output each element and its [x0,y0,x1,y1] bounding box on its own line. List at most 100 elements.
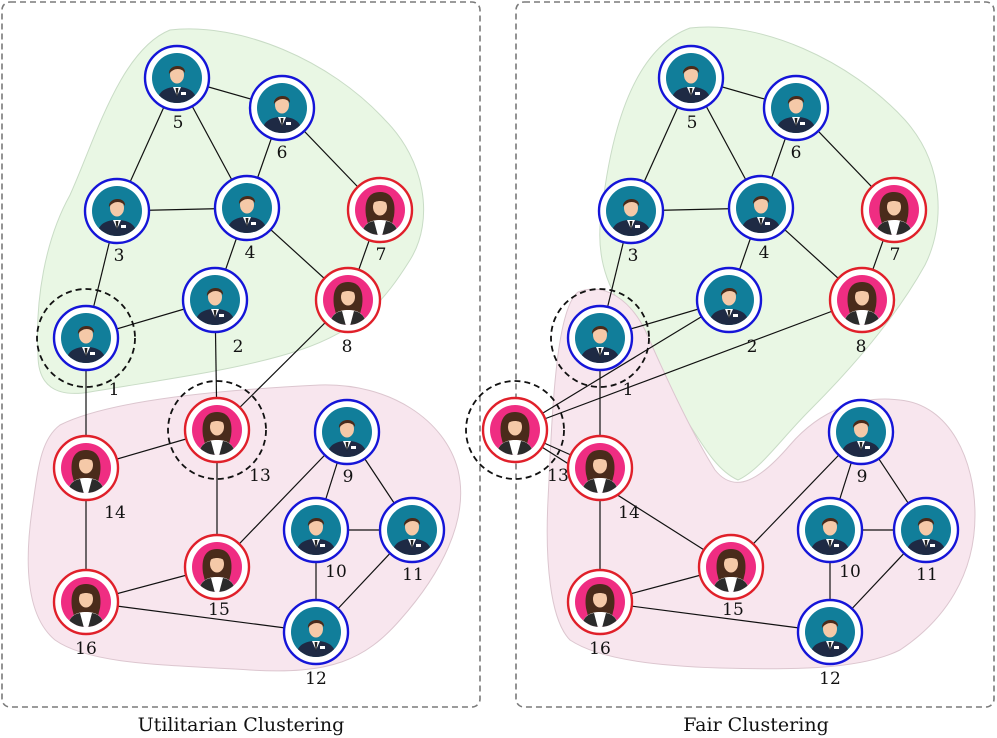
node-label: 3 [114,246,125,266]
man-in-suit-icon [83,177,151,245]
node-14: 14 [566,434,640,523]
node-6: 6 [762,74,830,163]
woman-icon [52,568,120,636]
panel-frame [515,1,995,708]
edge-8-13 [514,299,863,431]
woman-icon [346,176,414,244]
node-label: 10 [325,562,347,582]
focus-ring-layer [465,288,650,480]
node-14: 14 [52,434,126,523]
node-5: 5 [143,44,211,133]
node-label: 14 [104,503,126,523]
man-in-suit-icon [892,496,960,564]
node-label: 12 [305,669,327,689]
edge-2-13 [514,299,730,431]
node-7: 7 [860,176,928,265]
focus-ring-1 [36,288,136,388]
woman-icon [183,396,251,464]
man-in-suit-icon [313,398,381,466]
man-in-suit-icon [796,598,864,666]
edge-13-15 [514,429,732,568]
node-label: 9 [343,467,354,487]
node-label: 13 [547,466,569,486]
node-label: 15 [208,600,230,620]
focus-ring-layer [36,288,267,480]
node-label: 4 [245,243,256,263]
edge-16-12 [85,601,317,633]
node-label: 9 [857,467,868,487]
node-16: 16 [52,568,120,659]
node-1: 1 [566,304,634,400]
man-in-suit-icon [213,174,281,242]
node-8: 8 [314,266,382,357]
focus-ring-13 [167,380,267,480]
node-label: 16 [589,639,611,659]
node-label: 16 [75,639,97,659]
node-label: 1 [109,380,120,400]
node-label: 13 [249,466,271,486]
node-label: 8 [342,337,353,357]
man-in-suit-icon [695,266,763,334]
node-1: 1 [52,304,120,400]
woman-icon [183,533,251,601]
node-label: 14 [618,503,640,523]
node-9: 9 [313,398,381,487]
node-12: 12 [796,598,864,689]
node-9: 9 [827,398,895,487]
edge-16-12 [599,601,831,633]
man-in-suit-icon [282,598,350,666]
node-8: 8 [828,266,896,357]
node-label: 2 [233,337,244,357]
woman-icon [828,266,896,334]
man-in-suit-icon [248,74,316,142]
node-6: 6 [248,74,316,163]
node-11: 11 [378,496,446,585]
node-13: 13 [481,396,569,486]
man-in-suit-icon [762,74,830,142]
man-in-suit-icon [282,496,350,564]
node-4: 4 [213,174,281,263]
panel-frame [1,1,481,708]
node-10: 10 [796,496,864,582]
woman-icon [481,396,549,464]
man-in-suit-icon [657,44,725,112]
woman-icon [697,533,765,601]
man-in-suit-icon [181,266,249,334]
node-label: 7 [376,245,387,265]
panel-caption: Utilitarian Clustering [138,714,345,736]
node-label: 11 [402,565,424,585]
node-label: 11 [916,565,938,585]
man-in-suit-icon [378,496,446,564]
man-in-suit-icon [827,398,895,466]
node-3: 3 [83,177,151,266]
node-label: 6 [791,143,802,163]
woman-icon [52,434,120,502]
node-15: 15 [183,533,251,620]
node-label: 15 [722,600,744,620]
node-15: 15 [697,533,765,620]
node-label: 2 [747,337,758,357]
man-in-suit-icon [796,496,864,564]
node-5: 5 [657,44,725,133]
node-2: 2 [181,266,249,357]
node-label: 10 [839,562,861,582]
node-11: 11 [892,496,960,585]
node-label: 7 [890,245,901,265]
node-label: 6 [277,143,288,163]
man-in-suit-icon [143,44,211,112]
node-label: 12 [819,669,841,689]
panel-caption: Fair Clustering [683,714,828,736]
man-in-suit-icon [566,304,634,372]
node-4: 4 [727,174,795,263]
node-7: 7 [346,176,414,265]
node-label: 5 [173,113,184,133]
focus-ring-13 [465,380,565,480]
node-12: 12 [282,598,350,689]
man-in-suit-icon [727,174,795,242]
node-label: 3 [628,246,639,266]
